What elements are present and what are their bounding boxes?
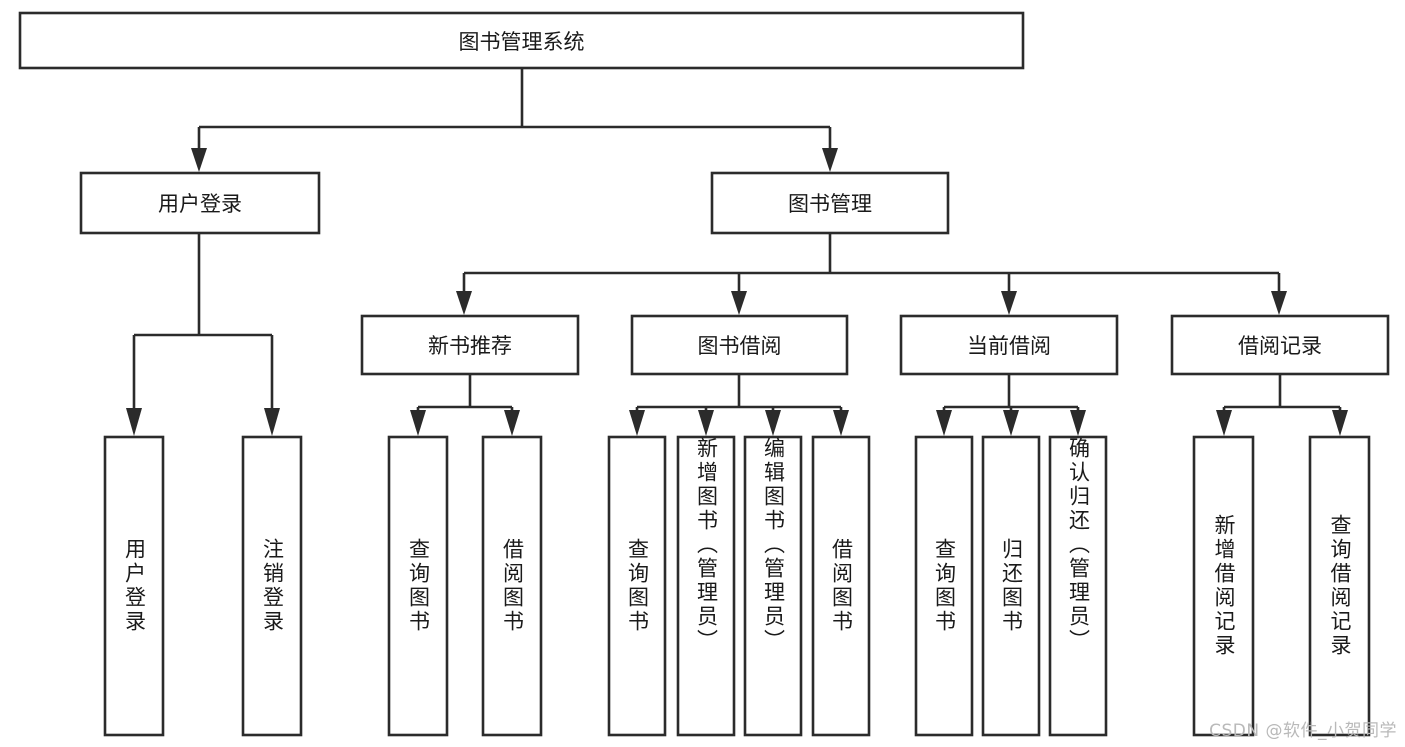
node-box-borrow-record[interactable] [1170, 314, 1390, 376]
arrow-bb-to-leaf3 [765, 410, 781, 436]
node-box-root[interactable] [18, 11, 1025, 70]
arrow-nbr-to-leaf2 [504, 410, 520, 436]
node-box-leaf-query-book-3[interactable] [914, 435, 974, 737]
node-box-leaf-edit-book[interactable] [743, 435, 803, 737]
node-box-leaf-add-record[interactable] [1192, 435, 1255, 737]
arrow-br-to-leaf1 [1216, 410, 1232, 436]
node-box-leaf-query-book-2[interactable] [607, 435, 667, 737]
arrow-user-login-to-leaf1 [126, 408, 142, 436]
arrow-cb-to-leaf2 [1003, 410, 1019, 436]
arrow-br-to-leaf2 [1332, 410, 1348, 436]
node-box-user-login[interactable] [79, 171, 321, 235]
arrow-root-to-book-manage [822, 148, 838, 172]
arrow-bb-to-leaf4 [833, 410, 849, 436]
arrow-bb-to-leaf1 [629, 410, 645, 436]
node-box-leaf-user-login[interactable] [103, 435, 165, 737]
arrow-cb-to-leaf3 [1070, 410, 1086, 436]
node-box-leaf-add-book[interactable] [676, 435, 736, 737]
arrow-bm-to-new-book [456, 291, 472, 315]
node-box-leaf-confirm-return[interactable] [1048, 435, 1108, 737]
node-box-leaf-borrow-book-2[interactable] [811, 435, 871, 737]
arrow-user-login-to-leaf2 [264, 408, 280, 436]
node-box-leaf-query-record[interactable] [1308, 435, 1371, 737]
node-box-leaf-user-logout[interactable] [241, 435, 303, 737]
node-box-book-manage[interactable] [710, 171, 950, 235]
arrow-root-to-user-login [191, 148, 207, 172]
node-box-leaf-return-book[interactable] [981, 435, 1041, 737]
node-box-leaf-borrow-book-1[interactable] [481, 435, 543, 737]
arrow-bm-to-book-borrow [731, 291, 747, 315]
node-box-leaf-query-book-1[interactable] [387, 435, 449, 737]
node-box-new-book-recommend[interactable] [360, 314, 580, 376]
arrow-bm-to-current-borrow [1001, 291, 1017, 315]
csdn-watermark: CSDN @软件_小贺同学 [1209, 721, 1397, 741]
arrow-bm-to-borrow-record [1271, 291, 1287, 315]
arrow-nbr-to-leaf1 [410, 410, 426, 436]
node-box-current-borrow[interactable] [899, 314, 1119, 376]
arrow-bb-to-leaf2 [698, 410, 714, 436]
arrow-cb-to-leaf1 [936, 410, 952, 436]
node-box-book-borrow[interactable] [630, 314, 849, 376]
